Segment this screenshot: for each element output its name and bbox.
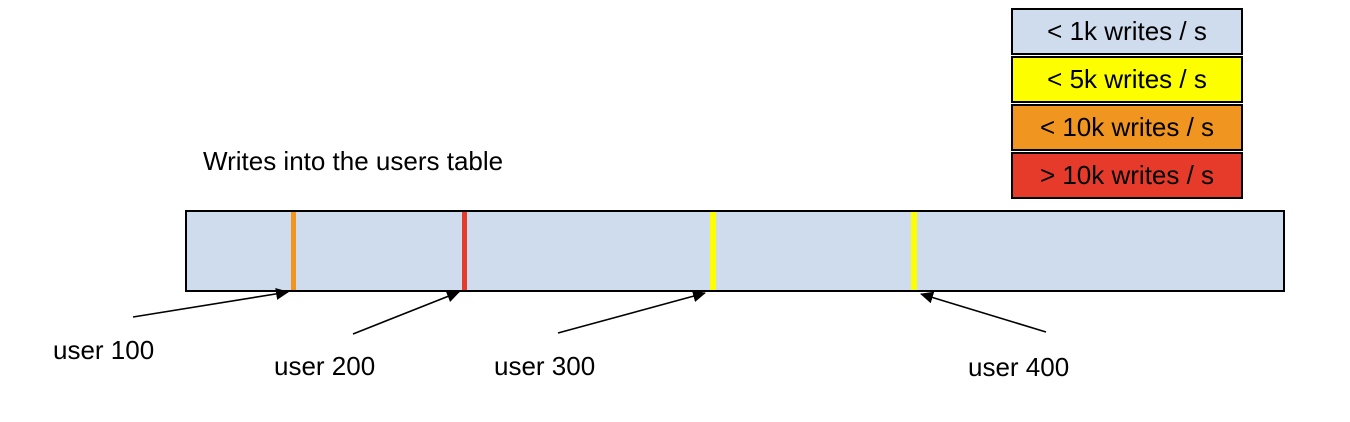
hotspot-stripe-user-400 [911,212,917,290]
hotspot-stripe-user-300 [710,212,716,290]
arrow-user-200 [352,290,460,335]
legend-item-label: < 5k writes / s [1047,64,1207,94]
hotspot-stripe-user-100 [291,212,296,290]
users-table-bar [185,210,1285,292]
arrow-user-100 [132,287,289,318]
annotation-label-user-100: user 100 [53,335,155,365]
legend-item-label: < 10k writes / s [1039,112,1215,142]
hotspot-stripe-user-200 [462,212,467,290]
legend-item-lt-1k: < 1k writes / s [1011,8,1243,55]
legend-item-lt-10k: < 10k writes / s [1011,104,1243,151]
annotation-label-user-400: user 400 [968,352,1070,382]
annotation-label-user-300: user 300 [494,351,596,381]
legend-item-label: < 1k writes / s [1047,16,1207,46]
legend-item-label: > 10k writes / s [1039,160,1215,190]
arrow-user-300 [557,290,706,334]
arrow-user-400 [920,291,1047,333]
legend-item-lt-5k: < 5k writes / s [1011,56,1243,103]
annotation-label-user-200: user 200 [274,351,376,381]
diagram-title: Writes into the users table [203,146,504,176]
legend: < 1k writes / s < 5k writes / s < 10k wr… [1011,8,1243,199]
legend-item-gt-10k: > 10k writes / s [1011,152,1243,199]
